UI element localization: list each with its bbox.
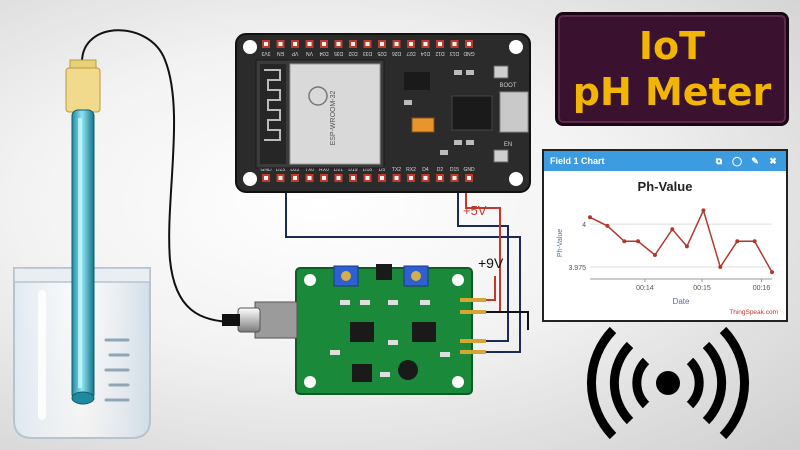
pin-label: D2: [437, 167, 444, 173]
title-line-2: pH Meter: [572, 70, 772, 114]
ph-sensor-module: [222, 264, 486, 395]
data-point: [652, 253, 657, 257]
pin-label: TX2: [392, 167, 401, 173]
pin-label: D19: [348, 167, 357, 173]
pin-label: D32: [348, 50, 357, 56]
espressif-logo: [308, 86, 328, 106]
beaker-graduation-marks: [104, 338, 130, 402]
usb-port: [499, 91, 529, 133]
pin-label: D12: [435, 50, 444, 56]
pin-label: D27: [406, 50, 415, 56]
label-9v: +9V: [478, 255, 504, 271]
data-point: [735, 239, 740, 244]
wireless-signal-icon: [587, 326, 749, 440]
pencil-icon[interactable]: ✎: [751, 155, 759, 166]
external-link-icon[interactable]: ⧉: [715, 155, 723, 166]
svg-text:EN: EN: [504, 142, 512, 148]
chart-title: Ph-Value: [637, 179, 693, 194]
esp32-top-header: 3V3 EN VP VN D34 D35 D32 D33 D25 D26 D27 D14 D12 D13 G…: [261, 40, 475, 56]
data-point: [636, 239, 641, 244]
data-point: [752, 239, 757, 244]
wire-analog-signal: [285, 180, 521, 353]
close-icon[interactable]: ✖: [769, 155, 777, 166]
pin-label: D5: [379, 167, 386, 173]
pin-label: D23: [276, 167, 285, 173]
data-point: [588, 215, 592, 220]
pin-label: RX0: [319, 167, 329, 173]
thingspeak-chart-card: Field 1 Chart ⧉ ◯ ✎ ✖ Ph-Value 3.975 4 00:…: [542, 149, 788, 322]
pin-label: EN: [277, 50, 284, 56]
pin-label: D33: [363, 50, 372, 56]
comment-icon[interactable]: ◯: [731, 155, 743, 166]
pin-label: D26: [392, 50, 401, 56]
pin-label: D22: [290, 167, 299, 173]
wire-9v-ground: [486, 311, 529, 330]
pin-label: RX2: [406, 167, 416, 173]
x-tick-label: 00:16: [753, 285, 771, 292]
sensor-header-pins: [460, 298, 486, 354]
data-point: [701, 208, 706, 213]
title-banner: IoT pH Meter: [555, 12, 789, 126]
x-axis-label: Date: [673, 297, 690, 306]
pin-label: D14: [421, 50, 430, 56]
bnc-connector: [237, 307, 261, 333]
en-button: [493, 149, 509, 163]
pin-label: D35: [334, 50, 343, 56]
label-5v: +5V: [463, 203, 487, 218]
pin-label: D13: [450, 50, 459, 56]
probe-cable: [81, 29, 236, 323]
pin-label: D4: [422, 167, 429, 173]
wire-ground: [457, 180, 509, 342]
pin-label: GND: [260, 167, 272, 173]
pin-label: GND: [463, 167, 475, 173]
x-tick-label: 00:15: [693, 285, 711, 292]
pin-label: VN: [306, 50, 313, 56]
title-line-1: IoT: [638, 24, 706, 68]
ph-probe: [65, 59, 101, 405]
y-axis-label: Ph-Value: [557, 229, 564, 257]
pin-label: D21: [334, 167, 343, 173]
boot-button: [493, 65, 509, 79]
pin-label: D25: [377, 50, 386, 56]
pin-label: 3V3: [261, 50, 270, 56]
esp32-chip-label: ESP-WROOM-32: [330, 90, 337, 145]
pin-label: VP: [291, 50, 298, 56]
data-point: [770, 270, 774, 275]
x-tick-label: 00:14: [636, 285, 654, 292]
series-line: [589, 208, 773, 273]
pin-label: D34: [319, 50, 328, 56]
thingspeak-footer: ThingSpeak.com: [729, 309, 778, 316]
wire-9v: [486, 276, 496, 301]
data-point: [605, 223, 610, 228]
chart-card-header: Field 1 Chart ⧉ ◯ ✎ ✖: [544, 151, 786, 171]
y-tick-label: 3.975: [568, 265, 586, 272]
svg-text:BOOT: BOOT: [499, 83, 516, 89]
pin-label: TX0: [305, 167, 314, 173]
y-tick-label: 4: [582, 222, 586, 229]
esp32-bottom-header: GND D23 D22 TX0 RX0 D21 D19 D18 D5 TX2 RX2 D4 D2 D15 G…: [260, 167, 475, 182]
pin-label: D18: [363, 167, 372, 173]
data-point: [670, 227, 675, 232]
data-point: [622, 239, 627, 244]
chart-card-title: Field 1 Chart: [550, 156, 605, 166]
pin-label: GND: [463, 50, 475, 56]
data-point: [718, 265, 723, 269]
data-point: [684, 244, 689, 249]
pin-label: D15: [450, 167, 459, 173]
antenna-trace: [264, 69, 281, 141]
